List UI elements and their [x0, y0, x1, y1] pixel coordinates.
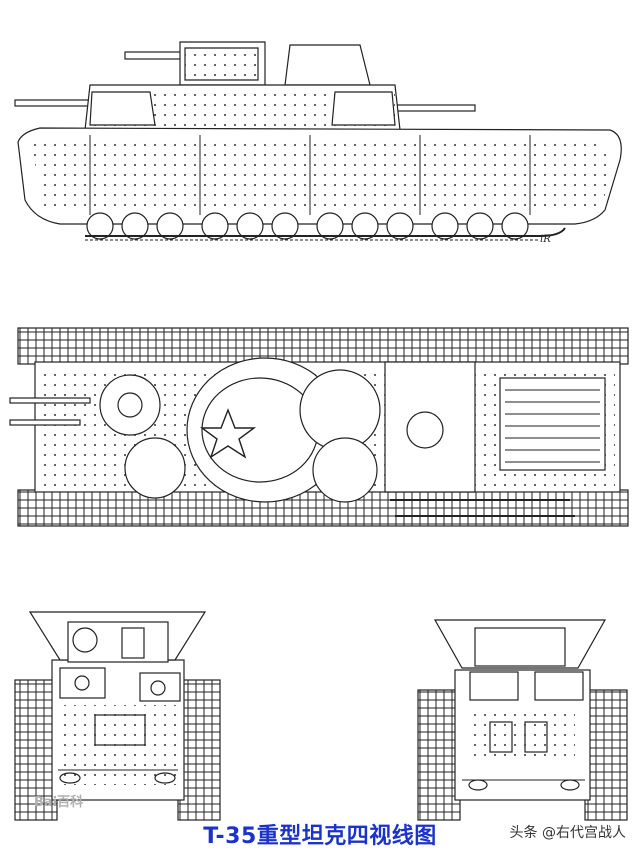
- rear-track-right: [584, 689, 628, 821]
- front-track-left: [14, 679, 58, 821]
- rear-mg-turret: [284, 44, 371, 86]
- baike-watermark: Bai百科: [34, 795, 84, 810]
- rear-view: [417, 619, 628, 821]
- star-marking: [199, 408, 257, 459]
- drawing-caption: T-35重型坦克四视线图: [203, 824, 437, 849]
- rear-track-left: [417, 689, 461, 821]
- side-view: [14, 41, 622, 241]
- front-view: [14, 611, 221, 821]
- top-view: [9, 327, 629, 527]
- front-mg-turret-top: [99, 374, 161, 436]
- artist-initials: iR: [540, 234, 551, 245]
- front-track-right: [177, 679, 221, 821]
- top-track-lower: [17, 489, 629, 527]
- road-wheels: [86, 212, 529, 240]
- top-track-upper: [17, 327, 629, 365]
- source-watermark: 头条 @右代宫战人: [509, 825, 626, 841]
